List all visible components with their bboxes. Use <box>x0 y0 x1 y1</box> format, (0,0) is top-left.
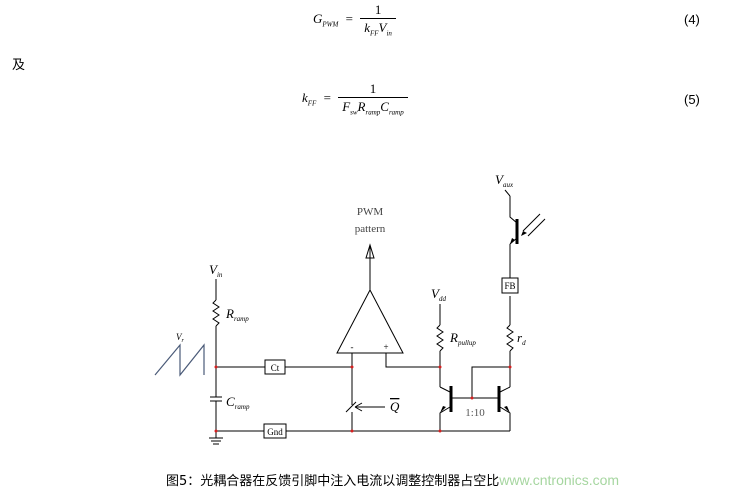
ground-symbol <box>209 432 223 445</box>
r-ramp-resistor <box>212 299 220 327</box>
equation-5: kFF = 1 FswRrampCramp <box>302 81 408 117</box>
reset-switch <box>345 401 357 413</box>
eq4-lhs: GPWM <box>313 10 339 29</box>
equation-number-5: (5) <box>684 92 700 107</box>
pwm-output-arrow <box>365 243 375 259</box>
comparator-opamp <box>336 288 404 354</box>
watermark: www.cntronics.com <box>499 472 620 488</box>
qbar-label: Q <box>390 399 400 414</box>
cramp-label: Cramp <box>226 394 250 411</box>
eq5-fraction: 1 FswRrampCramp <box>338 81 408 117</box>
ct-pin-box <box>264 359 286 375</box>
svg-text:-: - <box>351 342 354 352</box>
rd-resistor <box>506 324 514 352</box>
vaux-label: Vaux <box>495 172 514 189</box>
gnd-pin-box <box>263 423 287 439</box>
qbar-arrow <box>354 402 385 412</box>
gnd-label: Gnd <box>267 427 283 437</box>
rpullup-label: Rpullup <box>449 330 476 347</box>
rd-label: rd <box>517 330 526 347</box>
equation-4: GPWM = 1 kFFVin <box>313 2 396 38</box>
r-pullup-resistor <box>436 324 444 352</box>
vin-label: Vin <box>209 262 223 279</box>
figure-caption: 图5：光耦合器在反馈引脚中注入电流以调整控制器占空比www.cntronics.… <box>166 470 619 489</box>
connector-text: 及 <box>12 58 26 73</box>
sawtooth-waveform <box>154 343 205 377</box>
mirror-ratio: 1:10 <box>465 407 485 419</box>
c-ramp-capacitor <box>210 396 222 402</box>
pwm-label-1: PWM <box>357 206 384 218</box>
equation-number-4: (4) <box>684 12 700 27</box>
fb-pin-box <box>501 277 519 294</box>
vdd-label: Vdd <box>431 286 446 303</box>
svg-text:+: + <box>383 342 388 352</box>
pwm-label-2: pattern <box>355 223 386 235</box>
ct-label: Ct <box>271 363 280 373</box>
eq5-lhs: kFF <box>302 89 317 108</box>
fb-label: FB <box>504 281 515 291</box>
eq4-fraction: 1 kFFVin <box>360 2 396 38</box>
vr-label: Vr <box>176 332 185 344</box>
caption-text: 图5：光耦合器在反馈引脚中注入电流以调整控制器占空比 <box>166 474 500 489</box>
light-arrows <box>522 213 546 237</box>
rramp-label: Rramp <box>225 306 249 323</box>
